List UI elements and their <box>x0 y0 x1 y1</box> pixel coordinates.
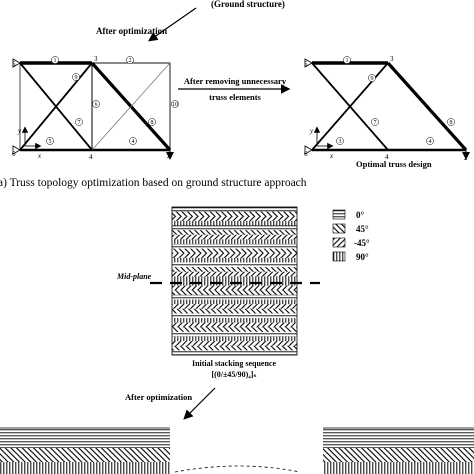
pin-support-bottom <box>12 145 21 155</box>
ply-0-layer <box>172 207 297 212</box>
node-label-5: 5 <box>12 60 16 68</box>
after-removing-label-1: After removing unnecessary <box>184 76 287 86</box>
member-label-4: 4 <box>132 139 135 145</box>
ply-0-layer <box>172 294 297 300</box>
opt-node-4: 4 <box>385 153 389 161</box>
member-label-1: 1 <box>54 58 57 64</box>
legend-label-minus-45: -45° <box>354 238 370 248</box>
ply-0-layer <box>172 225 297 231</box>
member-label-2: 2 <box>129 58 132 64</box>
ply-45-layer <box>172 267 297 273</box>
optimized-stack-right <box>323 427 474 474</box>
bottom-after-optimization-label: After optimization <box>125 392 192 402</box>
member-label-10: 10 <box>172 102 178 108</box>
optimized-stack-left <box>0 427 170 474</box>
x-axis-label: x <box>37 152 42 160</box>
ply-90-layer <box>172 239 297 245</box>
legend-swatch-90 <box>332 251 346 262</box>
ground-structure-arrow <box>148 7 197 42</box>
opt-member-label-3: 3 <box>339 139 342 145</box>
opt-member-label-1: 1 <box>346 58 349 64</box>
node-label-4: 4 <box>89 153 93 161</box>
ply-90-layer <box>172 276 297 282</box>
ply-minus-45-layer <box>172 216 297 222</box>
ply-90-layer <box>172 220 297 226</box>
ply-90-layer <box>172 257 297 263</box>
node-label-3: 3 <box>94 55 98 63</box>
ply-45-layer <box>172 327 297 333</box>
figure-caption-a: a) Truss topology optimization based on … <box>0 177 307 189</box>
ply-45-layer <box>172 230 297 236</box>
opt-node-5: 5 <box>304 60 308 68</box>
ply-45-layer <box>172 248 297 254</box>
ply-45-layer <box>172 290 297 296</box>
legend-label-90: 90° <box>356 252 369 262</box>
midplane-label: Mid-plane <box>116 272 152 281</box>
opt-member-label-9: 9 <box>371 76 374 82</box>
opt-member-label-7: 7 <box>374 120 377 126</box>
ply-45-layer <box>172 308 297 314</box>
member-diag-b <box>19 62 93 151</box>
initial-stacking-sequence <box>172 207 297 356</box>
ply-90-layer <box>172 336 297 342</box>
ground-structure-truss: 1 2 9 6 10 7 8 5 4 5 3 6 4 2 <box>12 55 179 161</box>
opt-member-label-4: 4 <box>429 139 432 145</box>
legend-swatch-minus-45 <box>332 237 346 248</box>
member-label-6: 6 <box>95 102 98 108</box>
opt-node-6: 6 <box>304 150 308 158</box>
bottom-curve <box>174 465 301 473</box>
ply-minus-45-layer <box>172 304 297 310</box>
ply-minus-45-layer <box>172 234 297 240</box>
legend-swatch-0 <box>332 209 346 220</box>
ground-structure-label: (Ground structure) <box>211 0 285 9</box>
member-label-5: 5 <box>49 139 52 145</box>
ply-0-layer <box>172 313 297 319</box>
ply-0-layer <box>172 244 297 249</box>
after-optimization-label: After optimization <box>96 26 167 36</box>
ply-minus-45-layer <box>172 253 297 259</box>
laminate-border <box>171 206 298 356</box>
legend-label-45: 45° <box>356 224 369 234</box>
ply-0-layer <box>172 350 297 356</box>
ply-0-layer <box>172 331 297 337</box>
legend-label-0: 0° <box>356 210 365 220</box>
ply-minus-45-layer <box>172 271 297 277</box>
opt-member-label-8: 8 <box>450 120 453 126</box>
member-label-8: 8 <box>151 120 154 126</box>
opt-x-axis-label: x <box>329 152 334 160</box>
ply-minus-45-layer <box>172 341 297 347</box>
after-removing-label-2: truss elements <box>209 92 261 102</box>
opt-y-axis-label: y <box>309 127 314 135</box>
ply-legend: 0° 45° -45° 90° <box>332 209 370 262</box>
optimal-truss: 1 9 7 8 3 4 5 3 6 4 2 y x <box>304 55 470 162</box>
legend-swatch-45 <box>332 223 346 234</box>
optimal-truss-label: Optimal truss design <box>356 159 432 169</box>
member-9 <box>91 62 171 151</box>
ply-0-layer <box>172 262 297 268</box>
ply-minus-45-layer <box>172 322 297 328</box>
y-axis-label: y <box>17 127 22 135</box>
ply-90-layer <box>172 318 297 323</box>
member-label-7: 7 <box>78 120 81 126</box>
ply-90-layer <box>172 299 297 305</box>
ply-minus-45-layer <box>172 285 297 291</box>
initial-stacking-formula: [(0/±45/90)₄]ₛ <box>211 370 256 379</box>
ply-45-layer <box>172 345 297 351</box>
opt-node-3: 3 <box>390 55 394 63</box>
node-label-6: 6 <box>12 150 16 158</box>
pin-support-top <box>12 58 21 68</box>
ply-45-layer <box>172 211 297 217</box>
member-label-9: 9 <box>75 75 78 81</box>
bottom-arrow <box>183 387 216 420</box>
initial-stacking-label: Initial stacking sequence <box>192 359 276 368</box>
